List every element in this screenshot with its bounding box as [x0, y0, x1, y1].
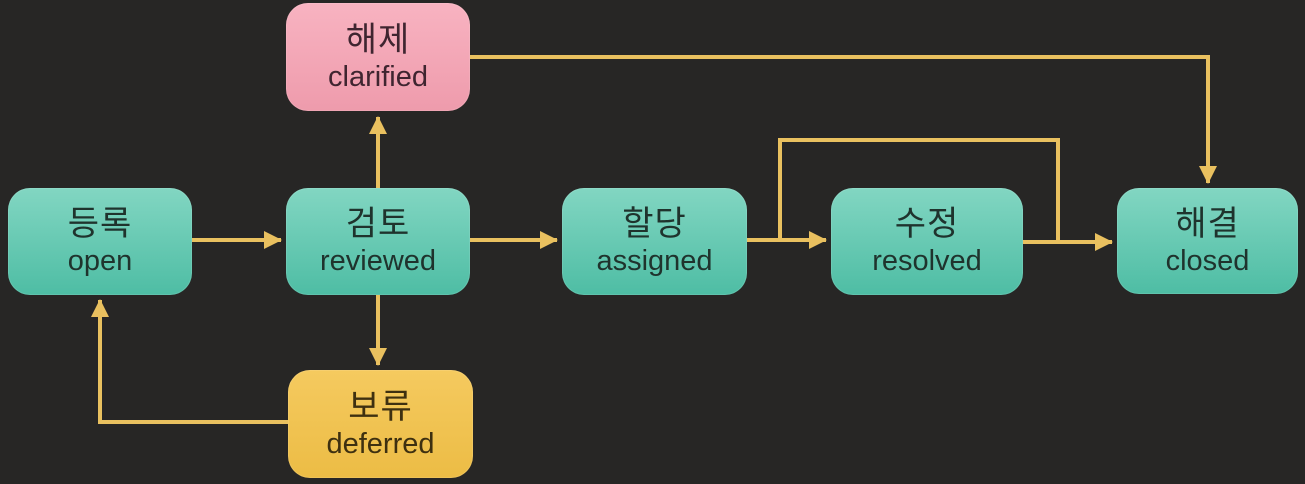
node-deferred-label-ko: 보류 [348, 387, 413, 426]
node-resolved: 수정 resolved [831, 188, 1023, 295]
node-assigned-label-en: assigned [596, 245, 713, 278]
node-deferred-label-en: deferred [326, 427, 435, 460]
node-clarified-label-ko: 해제 [345, 20, 411, 59]
node-closed-label-en: closed [1165, 244, 1250, 277]
node-closed-label-ko: 해결 [1175, 204, 1240, 243]
node-deferred: 보류 deferred [288, 370, 473, 478]
node-resolved-label-en: resolved [872, 245, 982, 278]
node-open: 등록 open [8, 188, 192, 295]
edge-clarified-to-closed [470, 55, 1217, 184]
edge-deferred-to-open [91, 299, 288, 424]
node-reviewed-label-ko: 검토 [345, 205, 411, 244]
node-reviewed-label-en: reviewed [319, 245, 437, 278]
node-clarified-label-en: clarified [328, 60, 428, 93]
node-assigned-label-ko: 할당 [622, 205, 687, 244]
node-resolved-label-ko: 수정 [894, 205, 960, 244]
node-open-label-en: open [67, 245, 133, 278]
node-reviewed: 검토 reviewed [286, 188, 470, 295]
node-closed: 해결 closed [1117, 188, 1298, 294]
node-clarified: 해제 clarified [286, 3, 470, 111]
node-open-label-ko: 등록 [67, 205, 133, 244]
node-assigned: 할당 assigned [562, 188, 747, 295]
edge-assigned-to-closed-skip [778, 138, 1060, 240]
